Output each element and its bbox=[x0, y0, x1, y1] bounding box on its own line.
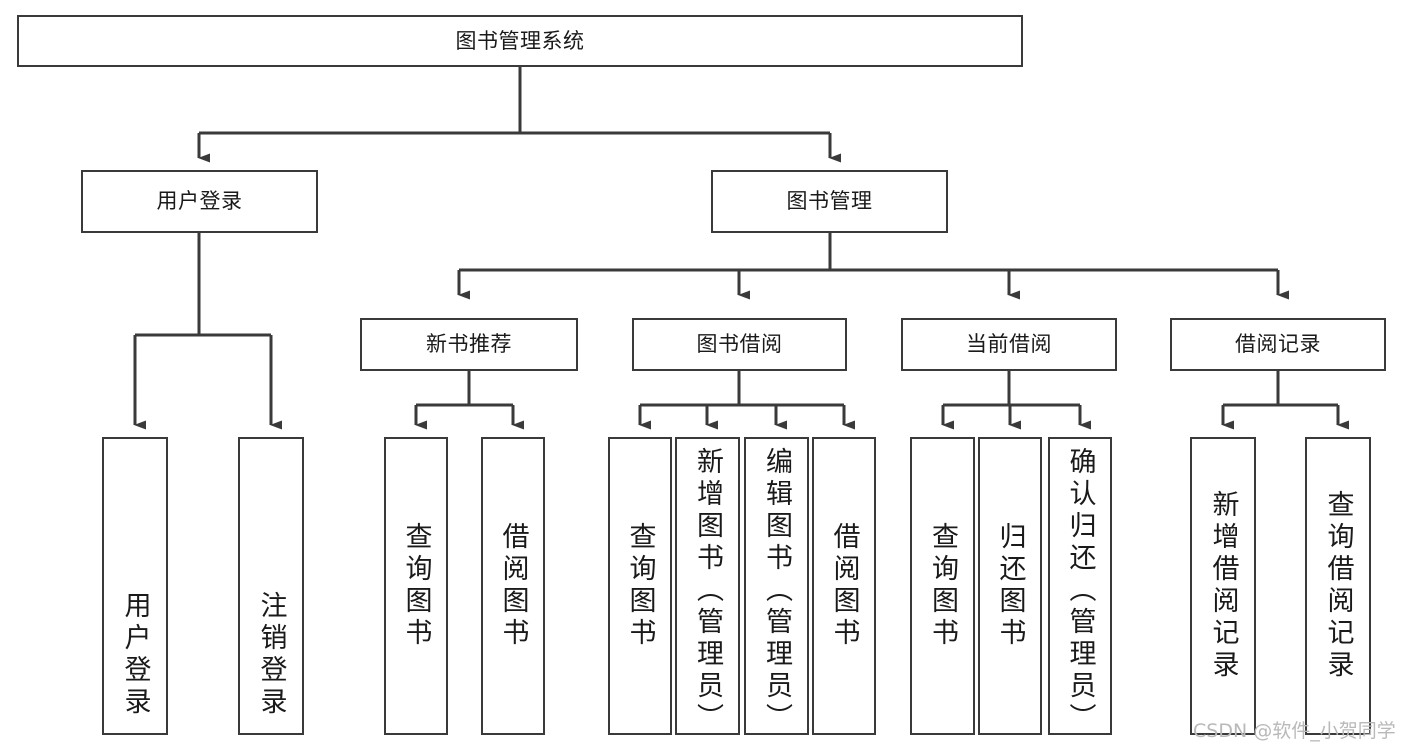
node-leaf-add-record[interactable]: 新增借阅记录 bbox=[1190, 437, 1256, 735]
node-leaf-query-book-3-label: 查询图书 bbox=[927, 522, 958, 650]
node-leaf-query-book-1-label: 查询图书 bbox=[400, 522, 432, 650]
node-book-manage[interactable]: 图书管理 bbox=[711, 170, 948, 233]
node-leaf-borrow-book-1-label: 借阅图书 bbox=[497, 522, 529, 650]
node-leaf-return-book-label: 归还图书 bbox=[994, 522, 1026, 650]
node-current-borrow[interactable]: 当前借阅 bbox=[901, 318, 1117, 371]
node-leaf-confirm-return-label: 确认归还（管理员） bbox=[1064, 447, 1096, 735]
watermark-text: CSDN @软件_小贺同学 bbox=[1193, 720, 1396, 742]
node-root[interactable]: 图书管理系统 bbox=[17, 15, 1023, 67]
node-new-book-rec[interactable]: 新书推荐 bbox=[360, 318, 578, 371]
node-leaf-query-record-label: 查询借阅记录 bbox=[1322, 490, 1354, 682]
node-leaf-edit-book-label: 编辑图书（管理员） bbox=[761, 447, 792, 735]
node-leaf-query-book-1[interactable]: 查询图书 bbox=[384, 437, 448, 735]
node-borrow-record[interactable]: 借阅记录 bbox=[1170, 318, 1386, 371]
node-book-borrow-label: 图书借阅 bbox=[696, 332, 783, 357]
node-leaf-query-record[interactable]: 查询借阅记录 bbox=[1305, 437, 1371, 735]
node-current-borrow-label: 当前借阅 bbox=[966, 332, 1052, 357]
node-root-label: 图书管理系统 bbox=[455, 28, 585, 53]
node-leaf-edit-book[interactable]: 编辑图书（管理员） bbox=[744, 437, 809, 735]
node-leaf-logout[interactable]: 注销登录 bbox=[238, 437, 304, 735]
node-leaf-query-book-3[interactable]: 查询图书 bbox=[910, 437, 975, 735]
node-leaf-borrow-book-1[interactable]: 借阅图书 bbox=[481, 437, 545, 735]
node-leaf-add-book-label: 新增图书（管理员） bbox=[692, 447, 723, 735]
node-leaf-add-record-label: 新增借阅记录 bbox=[1207, 490, 1239, 682]
node-leaf-confirm-return[interactable]: 确认归还（管理员） bbox=[1048, 437, 1112, 735]
node-leaf-user-login[interactable]: 用户登录 bbox=[102, 437, 168, 735]
node-leaf-logout-label: 注销登录 bbox=[255, 591, 287, 719]
node-book-manage-label: 图书管理 bbox=[786, 189, 873, 214]
node-user-login-label: 用户登录 bbox=[156, 189, 243, 214]
node-user-login[interactable]: 用户登录 bbox=[81, 170, 318, 233]
node-leaf-return-book[interactable]: 归还图书 bbox=[978, 437, 1042, 735]
node-leaf-user-login-label: 用户登录 bbox=[119, 591, 151, 719]
node-leaf-borrow-book-2-label: 借阅图书 bbox=[828, 522, 860, 650]
node-borrow-record-label: 借阅记录 bbox=[1235, 332, 1321, 357]
node-leaf-query-book-2[interactable]: 查询图书 bbox=[608, 437, 672, 735]
node-leaf-add-book[interactable]: 新增图书（管理员） bbox=[675, 437, 740, 735]
node-book-borrow[interactable]: 图书借阅 bbox=[632, 318, 847, 371]
node-leaf-query-book-2-label: 查询图书 bbox=[624, 522, 656, 650]
node-leaf-borrow-book-2[interactable]: 借阅图书 bbox=[812, 437, 876, 735]
node-new-book-rec-label: 新书推荐 bbox=[426, 332, 512, 357]
